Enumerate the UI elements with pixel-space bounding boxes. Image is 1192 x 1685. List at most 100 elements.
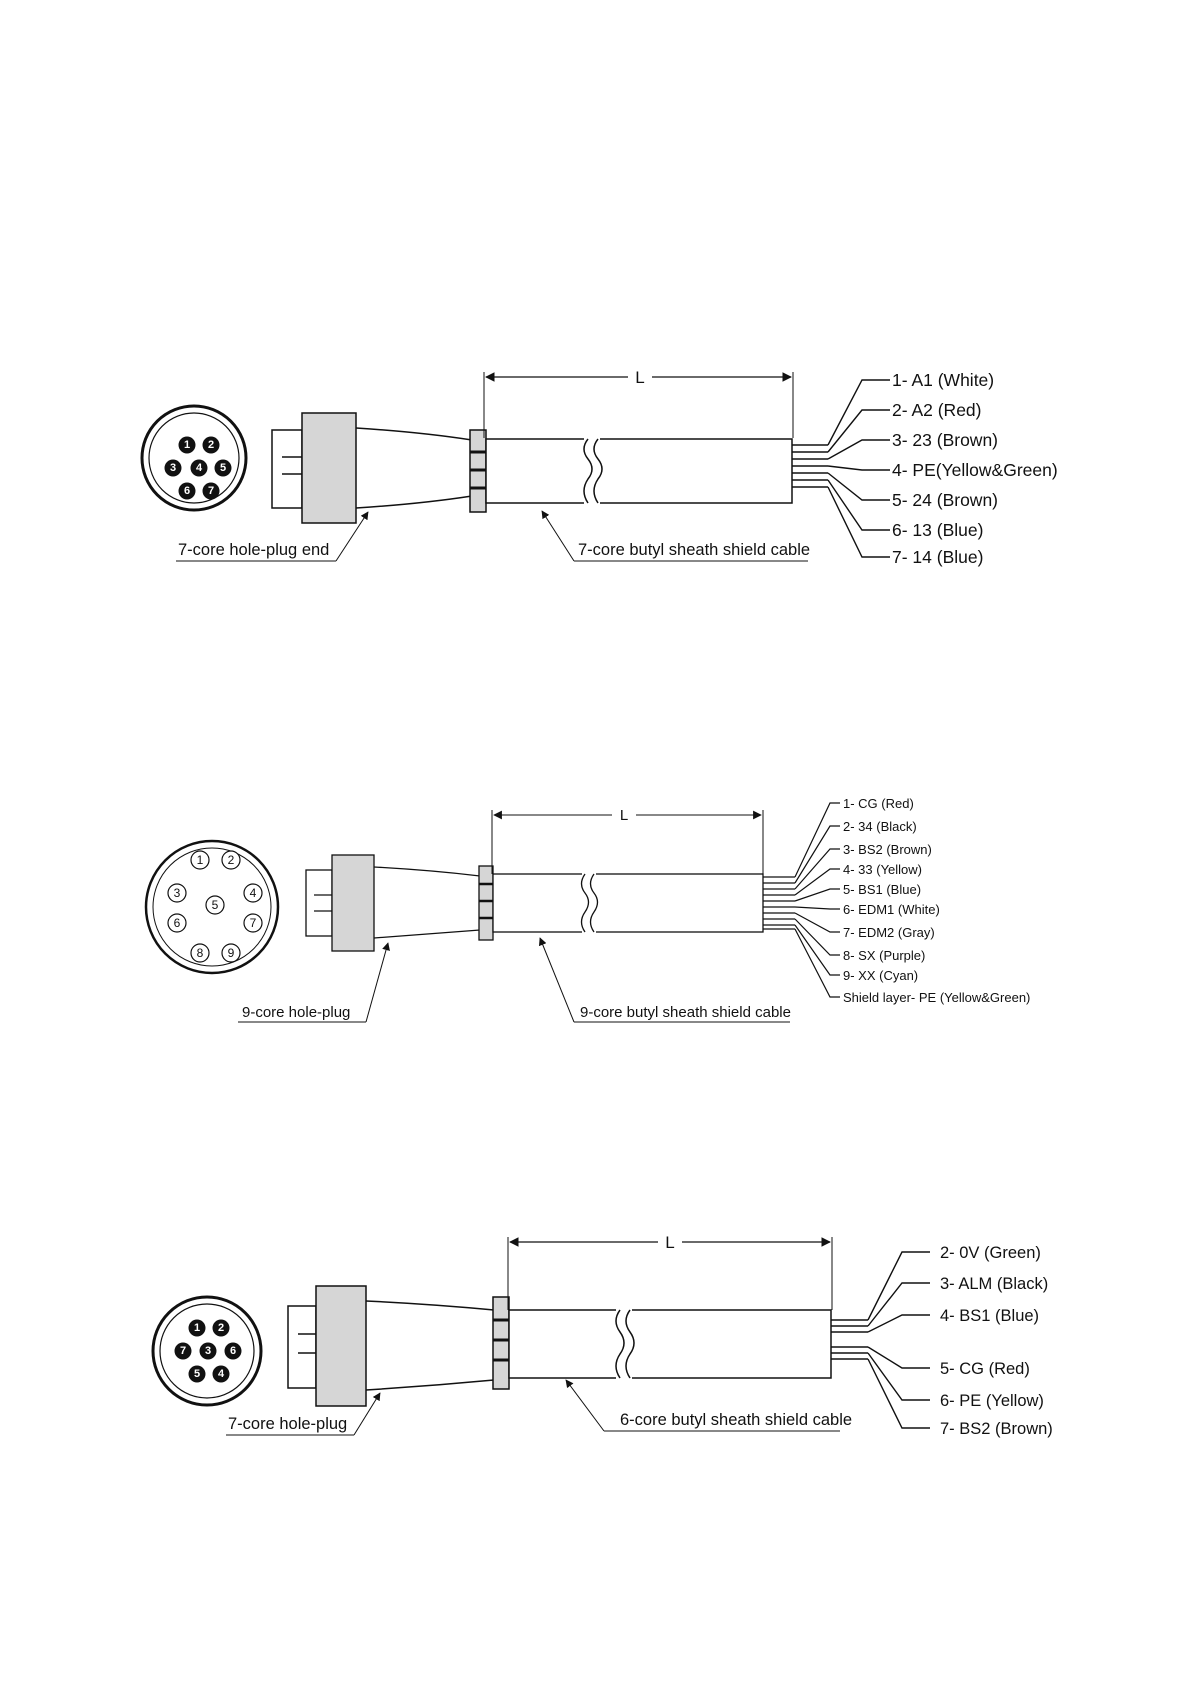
pin: 5: [214, 459, 232, 477]
cable-caption: 9-core butyl sheath shield cable: [538, 937, 791, 1023]
pin: 2: [202, 436, 220, 454]
pin: 3: [199, 1342, 217, 1360]
length-label: L: [665, 1233, 674, 1252]
wire-label: 1- A1 (White): [892, 370, 994, 390]
wire-label: 6- 13 (Blue): [892, 520, 983, 540]
length-dimension: L: [507, 1233, 833, 1310]
svg-text:4: 4: [250, 886, 257, 900]
cable-caption: 7-core butyl sheath shield cable: [541, 510, 810, 562]
svg-text:9: 9: [228, 946, 235, 960]
svg-text:2: 2: [228, 853, 235, 867]
diagram-nine-core: 1 2 3 4 5 6 7 8 9: [144, 796, 1030, 1023]
svg-text:7-core hole-plug: 7-core hole-plug: [228, 1415, 347, 1433]
pin: 1: [190, 850, 210, 870]
svg-text:3: 3: [174, 886, 181, 900]
svg-text:1: 1: [184, 439, 190, 451]
length-dimension: L: [483, 368, 794, 438]
connector-face: 1 2 7 3 6 5 4: [151, 1295, 263, 1407]
svg-text:7: 7: [180, 1345, 186, 1357]
pin: 5: [205, 895, 225, 915]
svg-text:4: 4: [218, 1368, 225, 1380]
pin: 5: [188, 1365, 206, 1383]
pin: 8: [190, 943, 210, 963]
svg-text:5: 5: [194, 1368, 200, 1380]
plug-body: [271, 412, 487, 524]
pin: 9: [221, 943, 241, 963]
svg-text:7-core hole-plug end: 7-core hole-plug end: [178, 541, 329, 559]
pin: 3: [167, 883, 187, 903]
svg-text:4: 4: [196, 462, 203, 474]
wire-label: 2- 0V (Green): [940, 1244, 1041, 1262]
plug-body: [287, 1285, 510, 1407]
pin: 1: [178, 436, 196, 454]
cable: [508, 1307, 832, 1381]
plug-caption: 7-core hole-plug end: [176, 511, 369, 562]
svg-text:7-core butyl sheath shield cab: 7-core butyl sheath shield cable: [578, 541, 810, 559]
pin: 4: [190, 459, 208, 477]
wire-label: 2- 34 (Black): [843, 819, 917, 834]
length-label: L: [620, 807, 628, 824]
wire-label: Shield layer- PE (Yellow&Green): [843, 990, 1030, 1005]
pin: 2: [212, 1319, 230, 1337]
svg-text:6-core butyl sheath shield cab: 6-core butyl sheath shield cable: [620, 1411, 852, 1429]
wire-fanout: [792, 379, 890, 558]
wire-fanout: [763, 802, 840, 998]
plug-caption: 7-core hole-plug: [226, 1392, 381, 1436]
svg-text:5: 5: [220, 462, 226, 474]
plug-caption: 9-core hole-plug: [238, 942, 390, 1023]
svg-text:1: 1: [194, 1322, 200, 1334]
plug-body: [305, 854, 494, 952]
svg-text:8: 8: [197, 946, 204, 960]
cable: [492, 871, 764, 935]
cable-caption: 6-core butyl sheath shield cable: [565, 1379, 852, 1432]
wire-label: 7- 14 (Blue): [892, 547, 983, 567]
wire-label: 7- BS2 (Brown): [940, 1420, 1053, 1438]
length-dimension: L: [491, 807, 764, 874]
wire-label: 4- BS1 (Blue): [940, 1307, 1039, 1325]
diagram-seven-core-b: 1 2 7 3 6 5 4: [151, 1233, 1053, 1438]
svg-text:5: 5: [212, 898, 219, 912]
wire-label: 2- A2 (Red): [892, 400, 981, 420]
pin: 7: [243, 913, 263, 933]
svg-text:6: 6: [184, 485, 190, 497]
pin: 2: [221, 850, 241, 870]
wire-label: 6- EDM1 (White): [843, 902, 940, 917]
pin: 7: [202, 482, 220, 500]
wire-label: 4- PE(Yellow&Green): [892, 460, 1058, 480]
wire-label: 3- 23 (Brown): [892, 430, 998, 450]
svg-text:7: 7: [250, 916, 257, 930]
wire-label: 3- ALM (Black): [940, 1275, 1048, 1293]
wire-label: 5- BS1 (Blue): [843, 882, 921, 897]
pin: 6: [167, 913, 187, 933]
wire-label: 3- BS2 (Brown): [843, 842, 932, 857]
svg-text:3: 3: [205, 1345, 211, 1357]
pin: 4: [212, 1365, 230, 1383]
wire-label: 8- SX (Purple): [843, 948, 925, 963]
svg-text:2: 2: [218, 1322, 224, 1334]
diagram-seven-core-a: 1 2 3 4 5 6 7: [140, 368, 1058, 567]
svg-text:9-core hole-plug: 9-core hole-plug: [242, 1004, 350, 1021]
length-label: L: [635, 368, 644, 387]
wire-labels: 1- A1 (White) 2- A2 (Red) 3- 23 (Brown) …: [892, 370, 1058, 567]
pin: 4: [243, 883, 263, 903]
svg-text:3: 3: [170, 462, 176, 474]
pin: 3: [164, 459, 182, 477]
wire-fanout: [831, 1251, 930, 1429]
wire-label: 4- 33 (Yellow): [843, 862, 922, 877]
wire-label: 7- EDM2 (Gray): [843, 925, 935, 940]
wire-labels: 1- CG (Red) 2- 34 (Black) 3- BS2 (Brown)…: [843, 796, 1030, 1005]
svg-text:7: 7: [208, 485, 214, 497]
svg-text:6: 6: [230, 1345, 236, 1357]
pin: 6: [178, 482, 196, 500]
pin: 7: [174, 1342, 192, 1360]
wire-label: 1- CG (Red): [843, 796, 914, 811]
wire-label: 6- PE (Yellow): [940, 1392, 1044, 1410]
pin: 6: [224, 1342, 242, 1360]
wire-label: 9- XX (Cyan): [843, 968, 918, 983]
connector-face: 1 2 3 4 5 6 7: [140, 404, 248, 512]
svg-text:9-core butyl sheath shield cab: 9-core butyl sheath shield cable: [580, 1004, 791, 1021]
wire-labels: 2- 0V (Green) 3- ALM (Black) 4- BS1 (Blu…: [940, 1244, 1053, 1438]
connector-face: 1 2 3 4 5 6 7 8 9: [144, 839, 280, 975]
cable: [485, 436, 793, 506]
